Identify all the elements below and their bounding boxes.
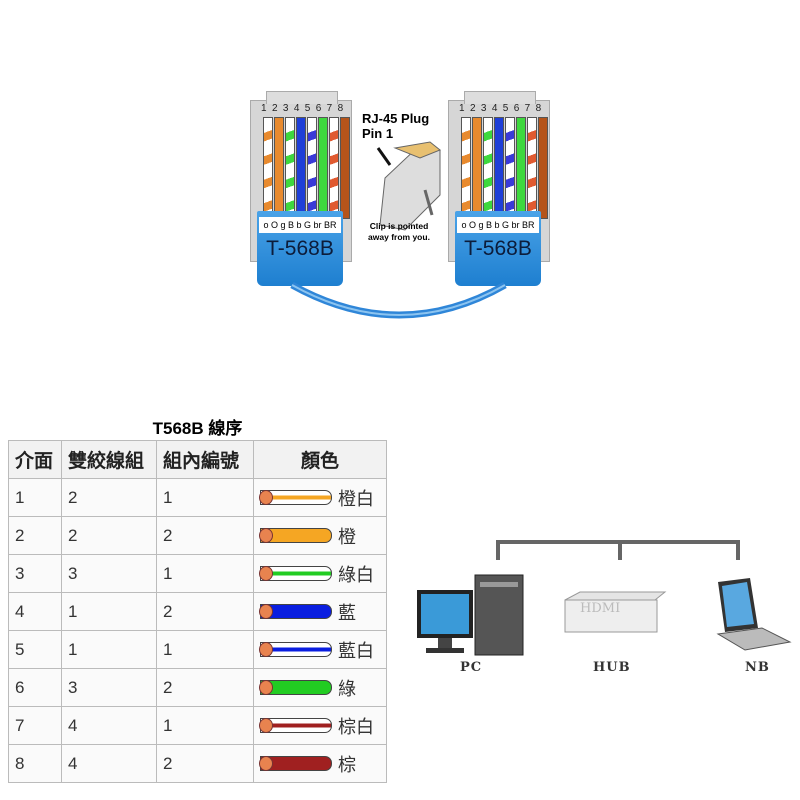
wires [263,117,350,219]
color-name: 橙 [338,526,356,548]
network-diagram: HDMI [417,540,792,656]
number-cell: 2 [156,744,254,783]
pin-numbers: 1 2 3 4 5 6 7 8 [459,103,543,114]
color-name: 綠 [338,678,356,700]
color-name: 橙白 [338,488,374,510]
color-cell: 綠白 [253,554,387,593]
wire-8 [538,117,548,219]
pin-cell: 2 [8,516,62,555]
wire-swatch-icon [259,490,332,505]
number-cell: 2 [156,516,254,555]
hub-brand: HDMI [580,601,620,616]
color-cell: 綠 [253,668,387,707]
color-name: 藍白 [338,640,374,662]
nb-label: NB [745,660,770,675]
color-codes: o O g B b G br BR [457,217,539,233]
wire-swatch-icon [259,566,332,581]
color-name: 綠白 [338,564,374,586]
pin-cell: 1 [8,478,62,517]
pin-cell: 5 [8,630,62,669]
arrow-icon [376,147,392,166]
table-title: T568B 線序 [152,419,243,438]
number-cell: 2 [156,668,254,707]
wire-8 [340,117,350,219]
wire-swatch-icon [259,680,332,695]
plug-title: RJ-45 Plug [362,111,430,126]
pin-cell: 3 [8,554,62,593]
pair-cell: 3 [61,668,157,707]
number-cell: 1 [156,630,254,669]
color-cell: 橙白 [253,478,387,517]
color-cell: 橙 [253,516,387,555]
header-color: 顏色 [253,440,387,479]
pin-cell: 7 [8,706,62,745]
pin-numbers: 1 2 3 4 5 6 7 8 [261,103,345,114]
wire-swatch-icon [259,528,332,543]
number-cell: 2 [156,592,254,631]
pc-label: PC [460,660,483,675]
standard-label: T-568B [464,237,532,260]
header-number: 組內編號 [156,440,254,479]
hub-icon: HDMI [564,591,667,633]
wire-swatch-icon [259,642,332,657]
pair-cell: 4 [61,744,157,783]
wires [461,117,548,219]
clip-note: Clip is pointed [369,221,429,231]
plug-illustration [376,141,441,231]
pc-icon [417,574,524,656]
cable [290,141,507,319]
hub-label: HUB [593,660,631,675]
pair-cell: 1 [61,592,157,631]
number-cell: 1 [156,554,254,593]
pair-cell: 1 [61,630,157,669]
header-pair: 雙絞線組 [61,440,157,479]
color-name: 棕白 [338,716,374,738]
right-rj45-plug: 1 2 3 4 5 6 7 8 o O g B b G br BR T-568B [448,91,550,286]
number-cell: 1 [156,706,254,745]
pin-cell: 4 [8,592,62,631]
color-codes: o O g B b G br BR [259,217,341,233]
color-cell: 藍 [253,592,387,631]
wire-swatch-icon [259,756,332,771]
pin1-label: Pin 1 [362,126,394,141]
boot: o O g B b G br BR T-568B [455,211,541,286]
color-cell: 棕白 [253,706,387,745]
pin-cell: 6 [8,668,62,707]
bus-line [496,540,740,560]
header-pin: 介面 [8,440,62,479]
color-cell: 藍白 [253,630,387,669]
color-name: 藍 [338,602,356,624]
boot: o O g B b G br BR T-568B [257,211,343,286]
color-name: 棕 [338,754,356,776]
pair-cell: 3 [61,554,157,593]
color-cell: 棕 [253,744,387,783]
pin-cell: 8 [8,744,62,783]
left-rj45-plug: 1 2 3 4 5 6 7 8 o O g B b G br BR T-568B [250,91,352,286]
pair-cell: 4 [61,706,157,745]
pair-cell: 2 [61,478,157,517]
pair-cell: 2 [61,516,157,555]
wire-swatch-icon [259,718,332,733]
wire-swatch-icon [259,604,332,619]
standard-label: T-568B [266,237,334,260]
clip-note-2: away from you. [368,232,430,242]
number-cell: 1 [156,478,254,517]
laptop-icon [716,578,792,651]
